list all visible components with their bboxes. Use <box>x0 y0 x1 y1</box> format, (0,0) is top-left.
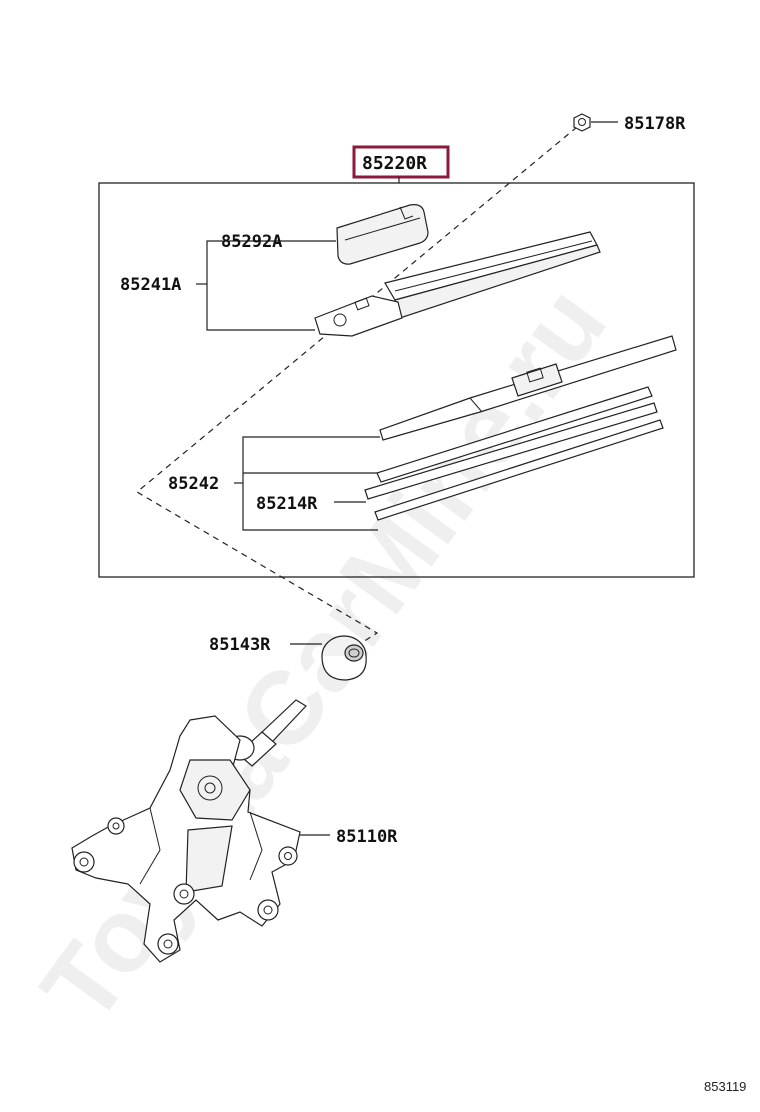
grommet-icon <box>321 635 367 681</box>
wiper-motor-icon <box>71 699 307 963</box>
part-label-85110R[interactable]: 85110R <box>336 827 398 847</box>
part-label-85178R[interactable]: 85178R <box>624 114 686 134</box>
assembly-frame <box>98 182 695 578</box>
wiper-blade-icon <box>379 335 677 441</box>
part-label-85143R[interactable]: 85143R <box>209 635 271 655</box>
part-label-85292A[interactable]: 85292A <box>221 232 282 252</box>
bracket-85241A <box>206 240 315 331</box>
wiper-arm-icon <box>314 231 601 337</box>
diagram-id: 853119 <box>704 1079 746 1094</box>
part-label-85242[interactable]: 85242 <box>168 474 219 494</box>
part-label-85241A[interactable]: 85241A <box>120 275 181 295</box>
cap-icon <box>336 204 429 265</box>
nut-icon <box>573 113 591 132</box>
part-label-85214R[interactable]: 85214R <box>256 494 318 514</box>
refill-icon <box>364 386 664 521</box>
part-label-85220R[interactable]: 85220R <box>362 153 427 174</box>
highlight-box <box>352 145 450 179</box>
